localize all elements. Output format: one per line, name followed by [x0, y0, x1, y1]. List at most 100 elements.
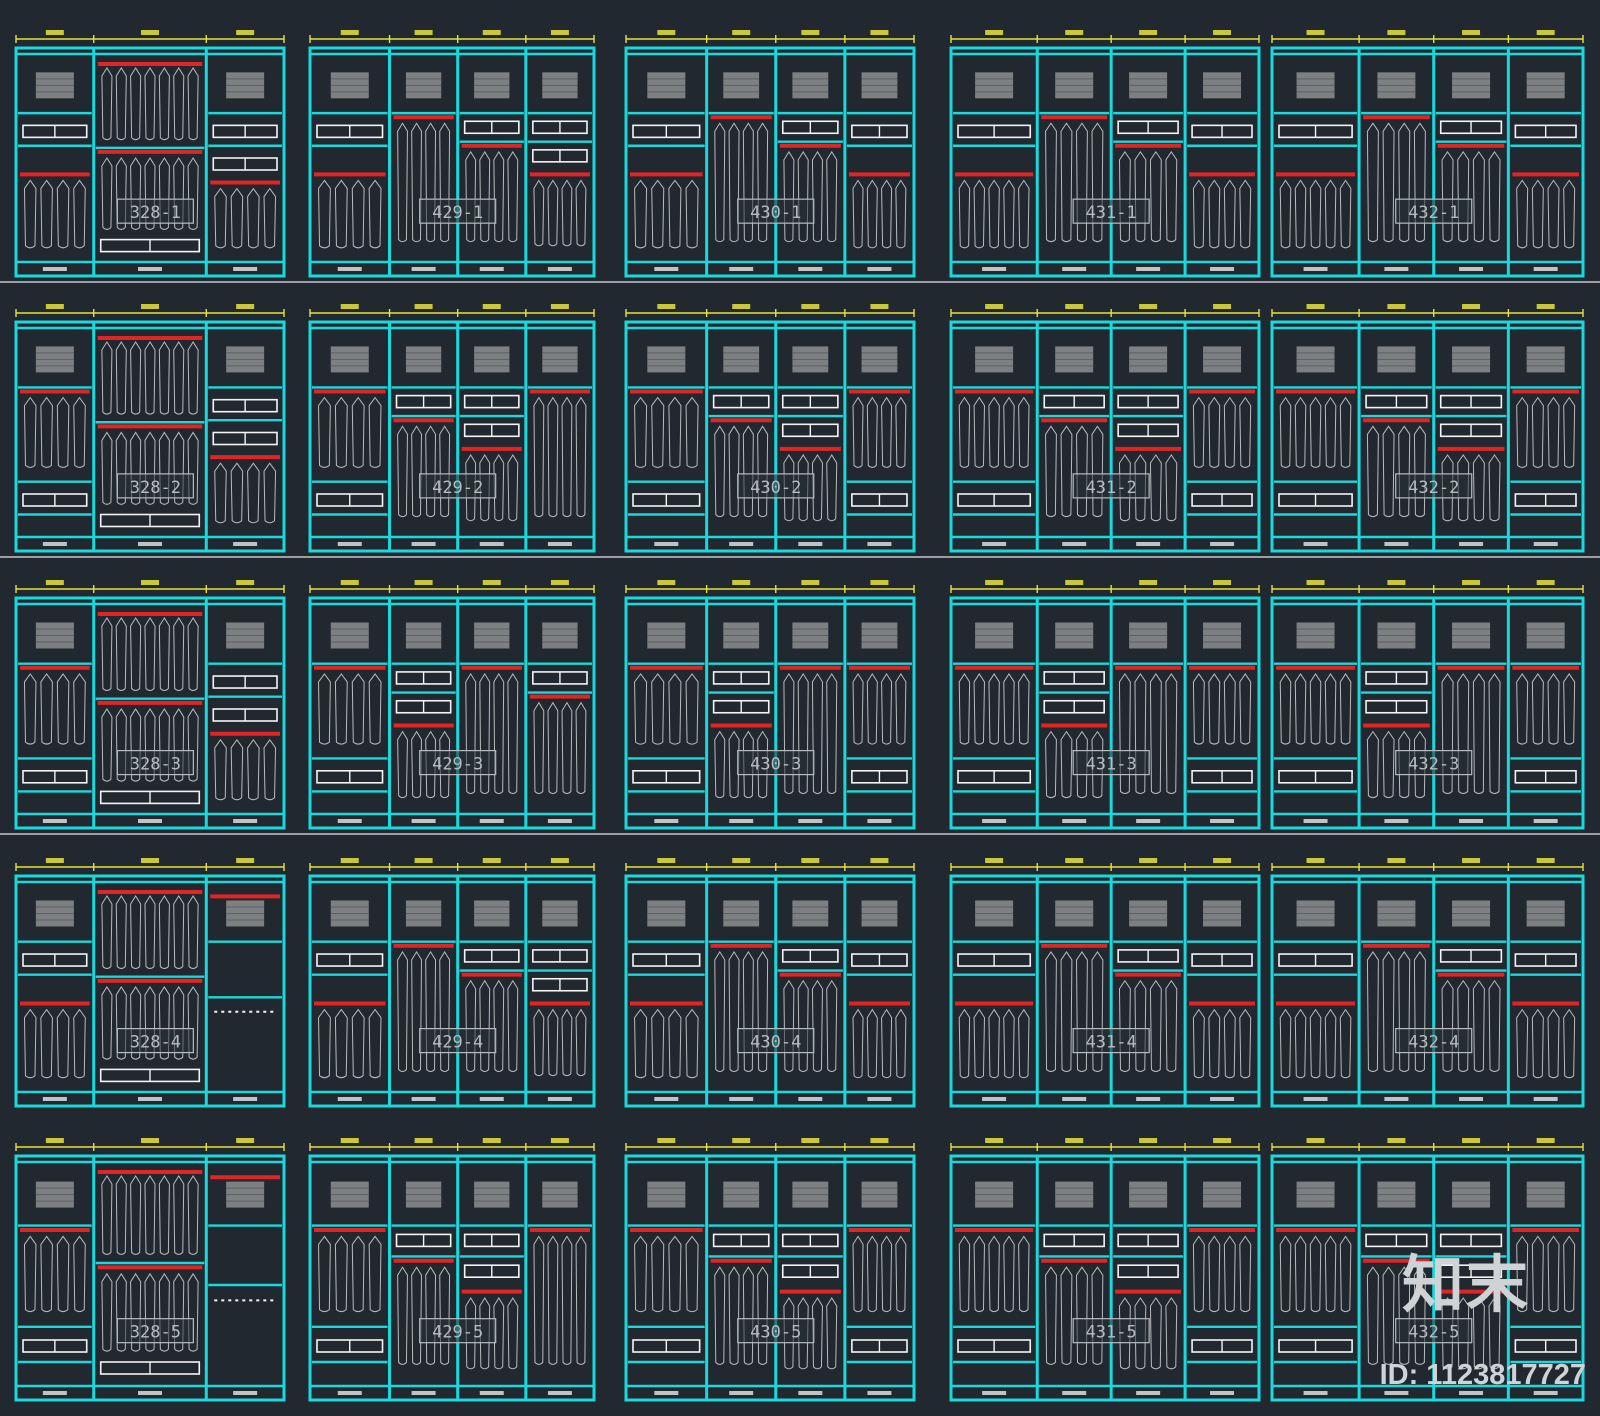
- dimension-value-mark: [1306, 858, 1325, 863]
- model-label-box: [419, 473, 497, 499]
- garment-icon: [318, 179, 331, 249]
- garment-icon: [1223, 179, 1236, 249]
- bay-code-mark: [1384, 1391, 1409, 1395]
- garment-icon: [507, 454, 519, 522]
- bay-code-mark: [1136, 542, 1161, 546]
- garment-icon: [1294, 396, 1307, 468]
- dimension-value-mark: [801, 1138, 820, 1143]
- bay-code-mark: [138, 267, 162, 271]
- bay-code-mark: [233, 1097, 258, 1101]
- cabinet-carcass: [308, 46, 596, 278]
- wardrobe-panel-429-3: 429-3: [308, 580, 596, 830]
- dimension-value-mark: [1306, 30, 1325, 35]
- wardrobe-panel-328-5: 328-5: [14, 1138, 286, 1402]
- garment-icon: [685, 179, 699, 249]
- bay-code-mark: [1459, 1097, 1484, 1101]
- bay-code-mark: [411, 1391, 436, 1395]
- dimension-value-mark: [141, 580, 159, 585]
- garment-icon: [144, 431, 156, 505]
- cabinet-carcass: [949, 320, 1261, 553]
- garment-icon: [1223, 1008, 1236, 1079]
- garment-icon: [1076, 1266, 1088, 1365]
- garment-icon: [1339, 1008, 1352, 1079]
- garment-icon: [351, 396, 365, 468]
- garment-icon: [1018, 396, 1030, 468]
- wardrobe-panel-431-3: 431-3: [949, 580, 1261, 830]
- garment-icon: [334, 179, 348, 249]
- dimension-value-mark: [482, 304, 501, 309]
- garment-icon: [101, 708, 113, 782]
- garment-icon: [101, 617, 113, 692]
- bay-code-mark: [1136, 1097, 1161, 1101]
- garment-icon: [1239, 396, 1252, 468]
- watermark-logo: 知末: [1401, 1248, 1530, 1321]
- garment-icon: [187, 1272, 199, 1352]
- garment-icon: [958, 1008, 971, 1079]
- dimension-value-mark: [985, 1138, 1004, 1143]
- garment-icon: [1076, 730, 1088, 799]
- garment-icon: [1239, 673, 1252, 745]
- model-label-box: [737, 749, 815, 776]
- bay-code-mark: [654, 1097, 679, 1101]
- dimension-value-mark: [45, 1138, 64, 1143]
- garment-icon: [561, 179, 573, 247]
- bay-code-mark: [1136, 267, 1161, 271]
- dimension-value-mark: [340, 30, 359, 35]
- garment-icon: [439, 122, 451, 243]
- model-label-box: [419, 1318, 497, 1344]
- garment-icon: [1488, 1297, 1501, 1370]
- garment-icon: [1118, 454, 1131, 522]
- garment-icon: [214, 187, 227, 249]
- garment-icon: [1208, 179, 1221, 249]
- garment-icon: [1294, 1235, 1307, 1313]
- garment-icon: [728, 1266, 740, 1365]
- garment-icon: [73, 673, 86, 745]
- garment-icon: [1457, 454, 1470, 522]
- bay-code-mark: [337, 819, 362, 823]
- garment-icon: [1382, 1266, 1395, 1365]
- garment-icon: [173, 1175, 185, 1255]
- dimension-value-mark: [870, 1138, 889, 1143]
- garment-icon: [158, 986, 170, 1060]
- bay-code-mark: [411, 267, 436, 271]
- garment-icon: [1488, 150, 1501, 243]
- garment-icon: [1413, 730, 1426, 799]
- wardrobe-panel-430-4: 430-4: [624, 858, 916, 1108]
- garment-icon: [1382, 951, 1395, 1073]
- garment-icon: [173, 708, 185, 782]
- bay-code-mark: [42, 819, 67, 823]
- bay-code-mark: [547, 819, 572, 823]
- garment-icon: [144, 341, 156, 415]
- garment-icon: [988, 179, 1000, 249]
- garment-icon: [1060, 951, 1073, 1073]
- dimension-value-mark: [870, 858, 889, 863]
- model-label-box: [116, 1318, 194, 1344]
- garment-icon: [1382, 730, 1395, 799]
- dimension-value-mark: [732, 30, 751, 35]
- garment-icon: [742, 730, 754, 799]
- model-label: 431-5: [1086, 1323, 1137, 1343]
- garment-icon: [783, 454, 795, 522]
- garment-icon: [115, 431, 127, 505]
- garment-icon: [826, 1297, 838, 1370]
- garment-icon: [852, 1235, 864, 1313]
- garment-icon: [1413, 951, 1426, 1073]
- garment-icon: [187, 617, 199, 692]
- garment-icon: [144, 617, 156, 692]
- garment-icon: [1309, 1008, 1322, 1079]
- garment-icon: [685, 673, 699, 745]
- garment-icon: [1516, 396, 1529, 468]
- garment-icon: [173, 986, 185, 1060]
- dimension-value-mark: [141, 858, 159, 863]
- dimension-value-mark: [1536, 304, 1555, 309]
- garment-icon: [651, 396, 665, 468]
- bay-code-mark: [1384, 542, 1409, 546]
- garment-icon: [334, 1008, 348, 1079]
- bay-code-mark: [1533, 267, 1558, 271]
- garment-icon: [368, 673, 382, 745]
- garment-icon: [1441, 1297, 1454, 1370]
- bay-code-mark: [138, 1097, 162, 1101]
- garment-icon: [1366, 425, 1379, 518]
- garment-icon: [230, 738, 244, 801]
- garment-icon: [988, 673, 1000, 745]
